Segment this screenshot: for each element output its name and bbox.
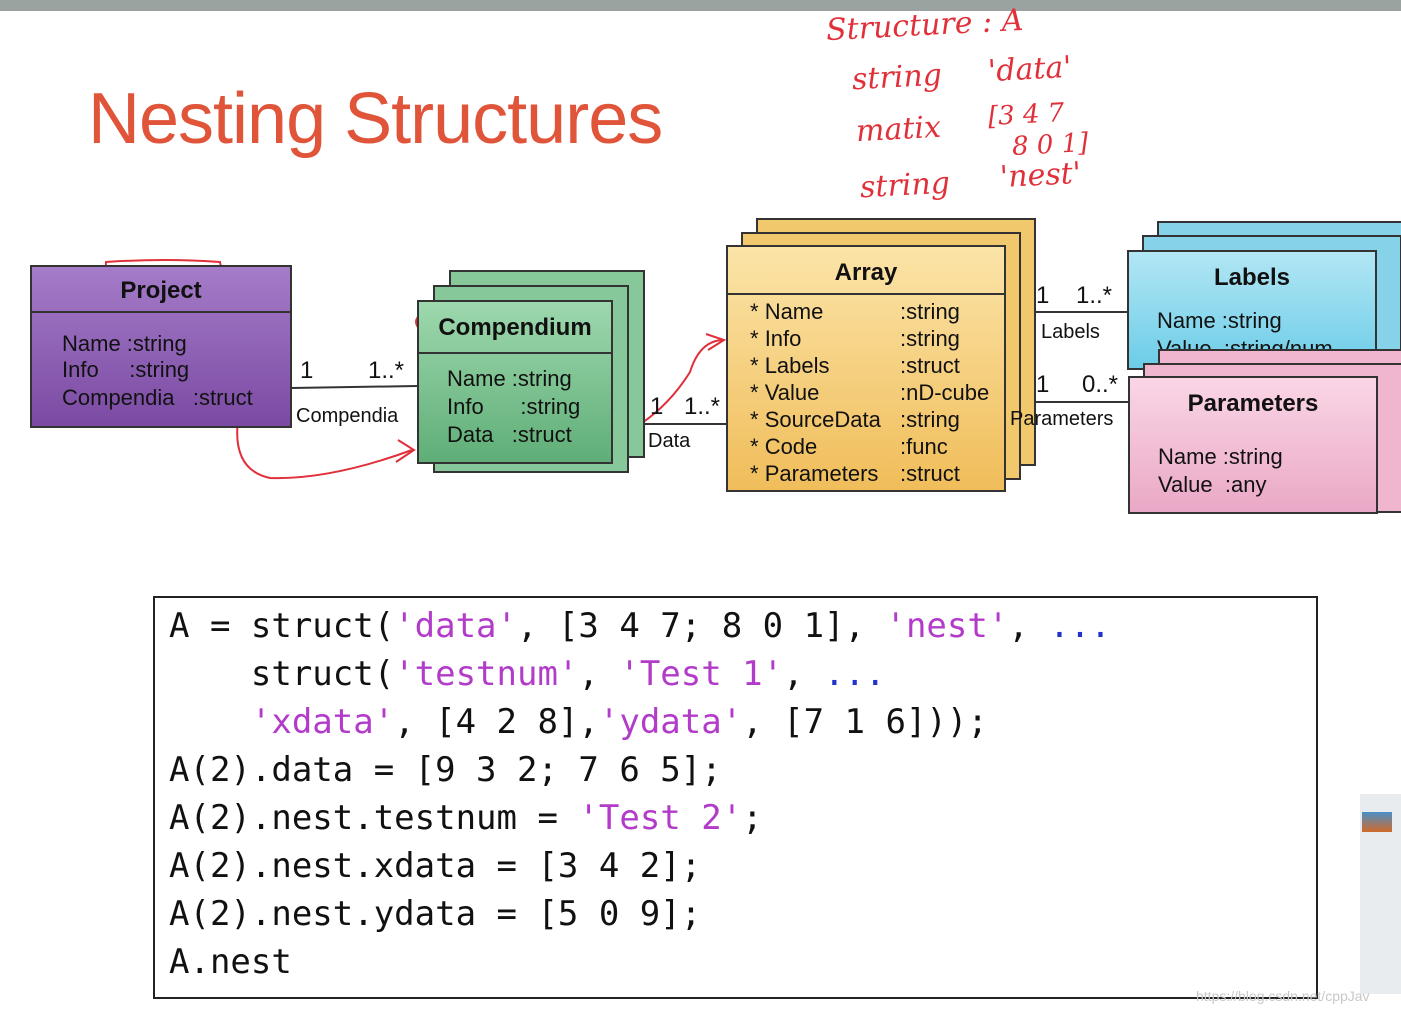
code-text: ,	[578, 654, 620, 694]
bullet-star: *	[750, 434, 765, 459]
code-text: A.nest	[169, 942, 292, 982]
array-field-name: Name	[764, 299, 824, 324]
code-text: struct(	[169, 654, 395, 694]
code-text: ,	[783, 654, 825, 694]
code-string: 'data'	[394, 606, 517, 646]
code-string: 'Test 1'	[619, 654, 784, 694]
code-text: , [3 4 7; 8 0 1],	[517, 606, 886, 646]
project-field-name: Name :string	[62, 331, 187, 356]
code-text: A(2).data = [9 3 2; 7 6 5];	[169, 750, 722, 790]
thumbnail-image	[1362, 812, 1392, 832]
data-assoc-label: Data	[648, 430, 691, 452]
array-field-type: :struct	[900, 353, 960, 378]
code-string: 'testnum'	[394, 654, 579, 694]
labels-assoc-label: Labels	[1041, 321, 1100, 343]
bullet-star: *	[750, 407, 765, 432]
array-field-row: * Value :nD-cube	[750, 380, 1000, 406]
compendia-left-mult: 1	[300, 357, 314, 384]
array-field-row: * Name :string	[750, 299, 1000, 325]
project-class: Project Name :string Info :string Compen…	[30, 265, 292, 428]
code-string: 'Test 2'	[578, 798, 743, 838]
array-field-name: Code	[764, 434, 818, 459]
bullet-star: *	[750, 380, 765, 405]
labels-title: Labels	[1213, 264, 1291, 291]
code-line: A(2).nest.ydata = [5 0 9];	[169, 894, 701, 934]
array-field-type: :struct	[900, 461, 960, 486]
array-field-row: * Parameters :struct	[750, 461, 1000, 487]
array-field-row: * Code :func	[750, 434, 1000, 460]
code-text: A(2).nest.testnum =	[169, 798, 579, 838]
code-line: A.nest	[169, 942, 292, 982]
array-field-row: * Info :string	[750, 326, 1000, 352]
code-line: A(2).nest.xdata = [3 4 2];	[169, 846, 701, 886]
parameters-class: Parameters Name :string Value :any	[1128, 376, 1378, 514]
array-field-type: :func	[900, 434, 948, 459]
array-field-name: Info	[764, 326, 802, 351]
project-title: Project	[120, 277, 202, 304]
array-field-name: Parameters	[764, 461, 879, 486]
array-field-name: SourceData	[764, 407, 881, 432]
bullet-star: *	[750, 353, 765, 378]
bullet-star: *	[750, 299, 765, 324]
slide-title: Nesting Structures	[88, 79, 663, 159]
code-text	[169, 702, 251, 742]
project-field-info: Info :string	[62, 357, 190, 382]
bullet-star: *	[750, 461, 765, 486]
code-text: ;	[742, 798, 763, 838]
code-text: A(2).nest.ydata = [5 0 9];	[169, 894, 702, 934]
parameters-field-name: Name :string	[1158, 444, 1283, 469]
code-continuation: ...	[1049, 606, 1111, 646]
parameters-assoc-label: Parameters	[1010, 408, 1114, 430]
compendium-class: Compendium Name :string Info :string Dat…	[417, 300, 613, 464]
code-line: struct('testnum', 'Test 1', ...	[169, 654, 886, 694]
array-field-type: :string	[900, 299, 960, 324]
compendia-assoc-label: Compendia	[296, 405, 399, 427]
array-field-row: * Labels :struct	[750, 353, 1000, 379]
code-continuation: ...	[824, 654, 886, 694]
parameters-field-value: Value :any	[1158, 472, 1267, 497]
top-bar	[0, 0, 1401, 11]
code-block: A = struct('data', [3 4 7; 8 0 1], 'nest…	[153, 596, 1318, 999]
video-thumbnail	[1360, 794, 1401, 994]
bullet-star: *	[750, 326, 765, 351]
array-field-name: Value	[764, 380, 820, 405]
code-text: A = struct(	[169, 606, 395, 646]
code-string: 'xdata'	[250, 702, 395, 742]
compendium-field-info: Info :string	[447, 394, 581, 419]
array-field-row: * SourceData :string	[750, 407, 1000, 433]
code-text: ,	[1008, 606, 1050, 646]
compendia-right-mult: 1..*	[368, 357, 405, 384]
code-string: 'ydata'	[598, 702, 743, 742]
compendium-title: Compendium	[438, 314, 592, 341]
project-field-compendia: Compendia :struct	[62, 385, 253, 410]
parameters-left-mult: 1	[1036, 371, 1050, 398]
code-line: A(2).nest.testnum = 'Test 2';	[169, 798, 763, 838]
code-text: A(2).nest.xdata = [3 4 2];	[169, 846, 702, 886]
array-title: Array	[834, 259, 898, 286]
compendia-association-line	[290, 385, 418, 389]
parameters-right-mult: 0..*	[1082, 371, 1119, 398]
data-left-mult: 1	[650, 393, 664, 420]
code-line: A(2).data = [9 3 2; 7 6 5];	[169, 750, 722, 790]
array-field-name: Labels	[764, 353, 830, 378]
labels-left-mult: 1	[1036, 282, 1050, 309]
labels-right-mult: 1..*	[1076, 282, 1113, 309]
compendium-field-data: Data :struct	[447, 422, 572, 447]
code-text: , [4 2 8],	[394, 702, 599, 742]
code-text: , [7 1 6]));	[742, 702, 988, 742]
data-right-mult: 1..*	[684, 393, 721, 420]
code-string: 'nest'	[885, 606, 1009, 646]
compendium-field-name: Name :string	[447, 366, 572, 391]
array-field-type: :nD-cube	[900, 380, 990, 405]
code-line: A = struct('data', [3 4 7; 8 0 1], 'nest…	[169, 606, 1111, 646]
array-field-type: :string	[900, 326, 960, 351]
parameters-title: Parameters	[1187, 390, 1319, 417]
array-field-type: :string	[900, 407, 960, 432]
code-line: 'xdata', [4 2 8],'ydata', [7 1 6]));	[169, 702, 988, 742]
labels-field-name: Name :string	[1157, 308, 1282, 333]
watermark: https://blog.csdn.net/cppJav	[1196, 988, 1370, 1004]
array-class: Array * Name:string* Info:string* Labels…	[726, 245, 1006, 492]
